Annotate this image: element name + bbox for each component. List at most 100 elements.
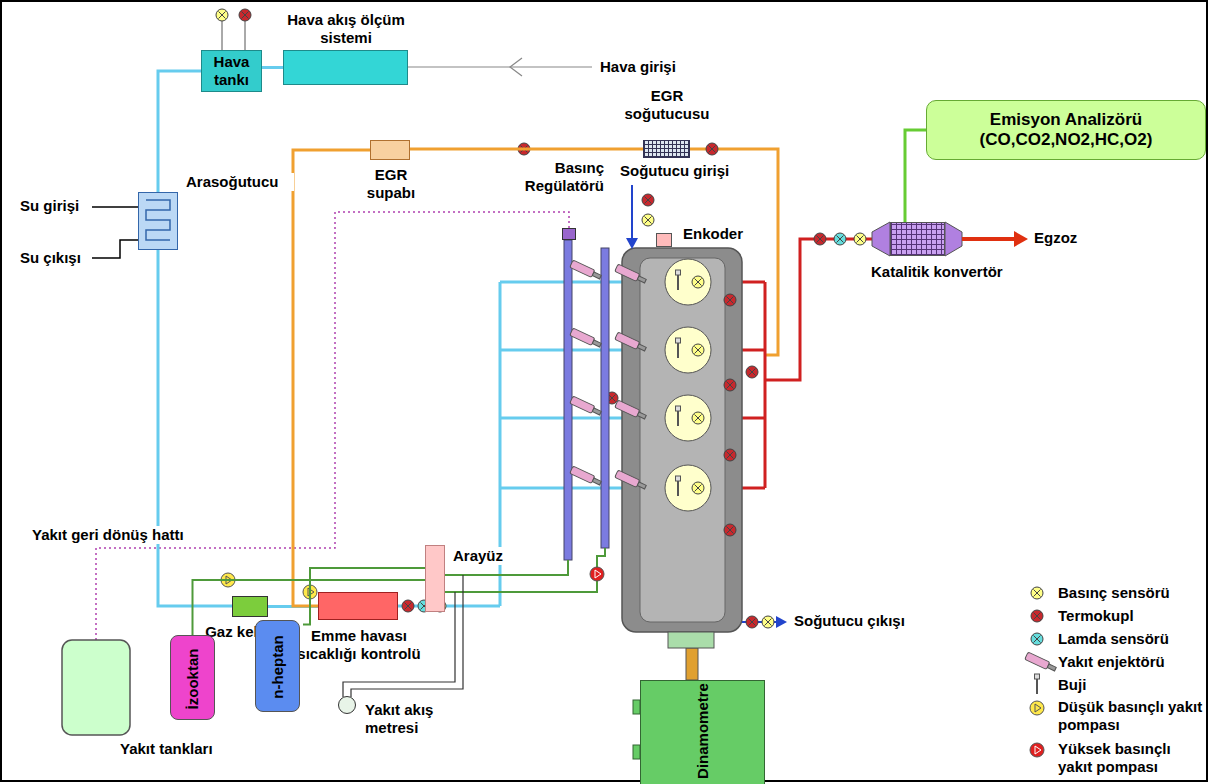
fuel-injector: [570, 260, 647, 491]
port-label: Soğutucu çıkışı: [792, 612, 907, 630]
sensor: [606, 294, 736, 536]
part-name: Dinamometre: [694, 683, 712, 779]
interface-box: Arayüz: [425, 545, 445, 612]
egr-valve: EGR supabı: [370, 140, 410, 160]
cylinder: [676, 476, 681, 496]
sensor: [642, 194, 654, 206]
legend-entry: Düşük basınçlı yakıt pompası: [1058, 698, 1203, 733]
legend-text: Düşük basınçlı yakıt pompası: [1058, 698, 1203, 733]
egr-cooler: EGR soğutucusu: [643, 140, 690, 158]
pipe-connector: [905, 130, 926, 222]
intercooler-coil: [138, 192, 178, 250]
catalytic-converter-cone: [872, 222, 890, 256]
legend-text: Lamda sensörü: [1058, 630, 1203, 648]
fuel-rail: [564, 240, 609, 560]
sensor: [814, 233, 826, 245]
legend-symbol: [1031, 587, 1043, 599]
sensor: [642, 194, 774, 628]
fuel-flow-meter: Yakıt akış metresi: [338, 696, 356, 714]
legend-entry: Yüksek basınçlı yakıt pompası: [1058, 740, 1203, 775]
fuel-injector: [570, 396, 602, 417]
port-label: Su çıkışı: [18, 249, 83, 267]
pipe-connector: [410, 148, 643, 151]
sensor: [834, 233, 846, 245]
return-fuel-tank: [62, 640, 130, 735]
part-name: İzooktan: [184, 648, 202, 709]
coolant-line: [632, 185, 778, 622]
air-inlet-line: [408, 58, 592, 76]
pressure-regulator: Basınç Regülatörü: [562, 228, 576, 240]
pipe-connector: [300, 568, 425, 625]
fuel-line: [445, 548, 605, 592]
port-label: Su girişi: [18, 197, 81, 215]
sensor: [854, 233, 866, 245]
coolant-line: [631, 185, 633, 240]
legend-text: Buji: [1058, 676, 1203, 694]
exhaust-line: [742, 239, 872, 488]
part-label: Yakıt akış metresi: [363, 701, 448, 736]
fuel-injector: [570, 328, 602, 349]
dynamometer: Dinamometre: [640, 680, 765, 784]
throttle: Gaz kelebeği: [232, 596, 268, 617]
catalytic-converter-cone: [872, 222, 962, 256]
legend-symbol: [1030, 701, 1044, 715]
sensor: [724, 379, 736, 391]
port-label: Hava girişi: [598, 58, 678, 76]
sensor: [222, 21, 223, 52]
exhaust-outlet: [1014, 231, 1028, 247]
pipe-connector: [293, 150, 370, 606]
sensor: [402, 600, 414, 612]
exhaust-outlet: [962, 237, 1015, 241]
cylinder: [676, 406, 681, 426]
sensor: [746, 616, 758, 628]
sensor: [216, 9, 228, 21]
part-label: EGR soğutucusu: [617, 87, 717, 122]
part-label: Basınç Regülatörü: [506, 159, 606, 194]
part-label: EGR supabı: [351, 166, 431, 201]
fuel-pump: [590, 567, 604, 581]
cylinder: [665, 327, 711, 373]
water-line: [92, 206, 138, 208]
coolant-arrow: [626, 238, 638, 249]
part-label: Emme havası sıcaklığı kontrolü: [289, 627, 429, 662]
sensor: [724, 449, 736, 461]
water-line: [92, 240, 138, 258]
legend-entry: Yakıt enjektörü: [1058, 653, 1203, 671]
fuel-return-line: [96, 212, 569, 640]
sensor: [216, 9, 251, 52]
fuel-injector: [615, 264, 647, 285]
legend-symbol: [1025, 587, 1057, 757]
sensor: [239, 9, 251, 21]
legend-text: Yüksek basınçlı yakıt pompası: [1058, 740, 1203, 775]
cylinder: [692, 344, 704, 356]
cylinder: [692, 412, 704, 424]
intake-air-heater: Emme havası sıcaklığı kontrolü: [318, 592, 398, 620]
legend-symbol: [1035, 674, 1040, 694]
coolant-arrow: [776, 616, 787, 628]
legend-entry: Basınç sensörü: [1058, 584, 1203, 602]
emission-analyzer: Emisyon Analizörü (CO,CO2,NO2,HC,O2): [926, 100, 1206, 160]
engine-block: [622, 248, 742, 632]
fuel-injector: [570, 466, 602, 487]
legend-text: Yakıt enjektörü: [1058, 653, 1203, 671]
cylinder: [665, 465, 711, 511]
return-fuel-tank: [62, 640, 130, 735]
legend-text: Termokupl: [1058, 607, 1203, 625]
fuel-line: [445, 548, 605, 592]
part-name: Emisyon Analizörü (CO,CO2,NO2,HC,O2): [927, 110, 1205, 150]
fuel-tank: İzooktan: [170, 635, 215, 720]
crankshaft-coupling: [633, 700, 640, 714]
legend-text: Basınç sensörü: [1058, 584, 1203, 602]
part-label: Enkoder: [681, 225, 761, 243]
legend-symbol: [1031, 633, 1043, 645]
catalytic-converter: Katalitik konvertör: [890, 222, 945, 256]
sensor: [245, 21, 246, 52]
cylinder: [676, 270, 681, 290]
fuel-return-line: [96, 212, 569, 640]
part-name: n-heptan: [269, 635, 287, 698]
cylinder: [665, 259, 711, 305]
intercooler-coil: [138, 192, 178, 250]
port-label: Egzoz: [1032, 229, 1079, 247]
sensor: [724, 294, 736, 306]
